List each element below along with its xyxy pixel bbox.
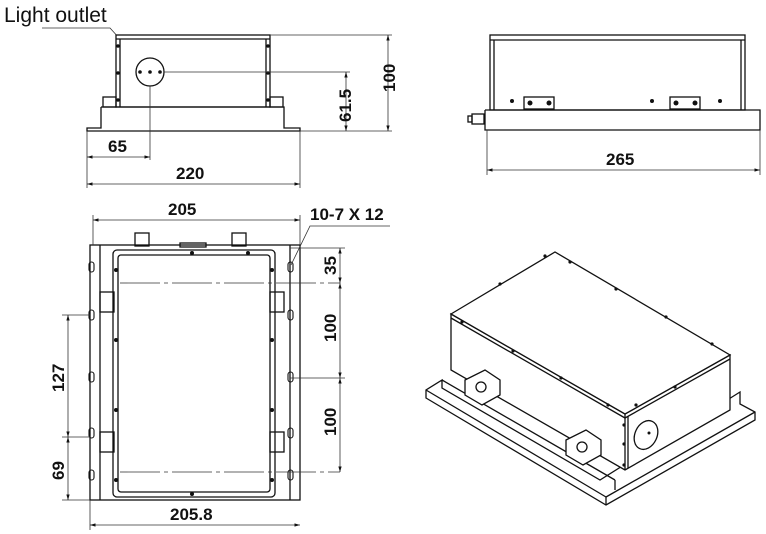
- front-view: Light outlet 100 61.5 65 220: [4, 4, 399, 188]
- dim-pitch-3: 100: [321, 408, 340, 436]
- isometric-view: [425, 251, 756, 506]
- light-outlet-label: Light outlet: [4, 4, 107, 27]
- hole-spec-label: 10-7 X 12: [310, 205, 384, 224]
- side-view: 265: [467, 34, 761, 175]
- top-view: 205 205.8 10-7 X 12 35 100 100 127 69: [49, 200, 390, 530]
- dim-outlet-offset: 65: [108, 137, 127, 156]
- dim-length: 265: [606, 150, 634, 169]
- dim-width-bottom: 205.8: [170, 505, 213, 524]
- dim-pitch-2: 100: [321, 314, 340, 342]
- dim-width-top: 205: [168, 200, 196, 219]
- dim-pitch-1: 35: [321, 256, 340, 275]
- dim-outlet-height: 61.5: [336, 89, 355, 122]
- dim-left-1: 127: [49, 364, 68, 392]
- dim-left-2: 69: [49, 461, 68, 480]
- dim-height: 100: [380, 64, 399, 92]
- dim-width: 220: [176, 164, 204, 183]
